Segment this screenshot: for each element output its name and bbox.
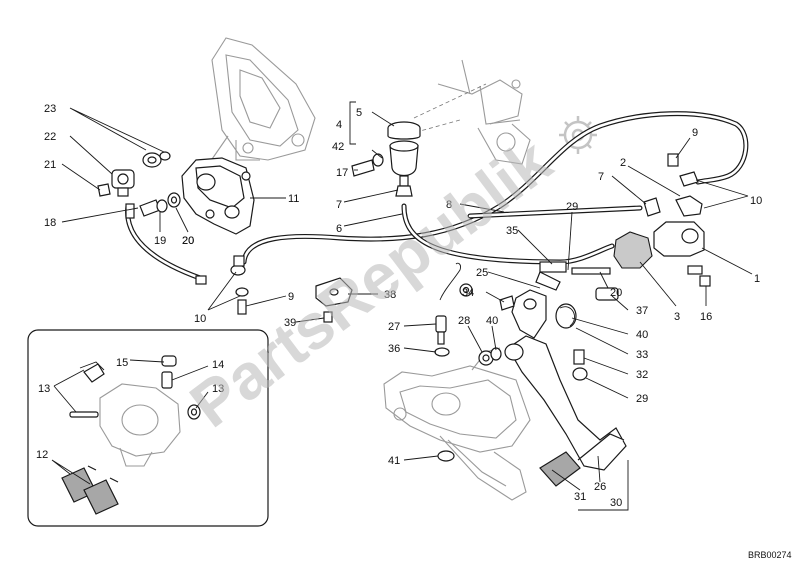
label-22: 22: [44, 131, 56, 143]
leader-lines: [51, 101, 753, 511]
brake-fluid-reservoir: [351, 121, 421, 197]
label-41: 41: [388, 455, 400, 467]
label-4: 4: [336, 119, 342, 131]
label-24: 20: [610, 287, 622, 299]
label-35: 35: [506, 225, 518, 237]
label-29-lower: 29: [636, 393, 648, 405]
label-6: 6: [336, 223, 342, 235]
label-23: 23: [44, 103, 56, 115]
label-18: 18: [44, 217, 56, 229]
label-5: 5: [356, 107, 362, 119]
label-21: 21: [44, 159, 56, 171]
brake-pedal: [437, 261, 627, 487]
label-3: 3: [674, 311, 680, 323]
label-37: 37: [636, 305, 648, 317]
brake-light-switch: [434, 283, 473, 357]
label-28: 28: [458, 315, 470, 327]
label-10-left: 10: [194, 313, 206, 325]
label-25: 25: [476, 267, 488, 279]
drawing-code: BRB00274: [748, 550, 792, 560]
label-34: 34: [462, 287, 474, 299]
label-9-right: 9: [692, 127, 698, 139]
label-19: 19: [154, 235, 166, 247]
inset-rear-caliper-detail: [27, 329, 269, 527]
label-32: 32: [636, 369, 648, 381]
left-small-parts: [97, 151, 207, 285]
hose-bracket: [315, 277, 353, 323]
label-7-left: 7: [336, 199, 342, 211]
label-40-center: 40: [486, 315, 498, 327]
label-2: 2: [620, 157, 626, 169]
rear-master-cylinder: [613, 153, 711, 287]
label-27: 27: [388, 321, 400, 333]
left-caliper: [181, 157, 255, 235]
label-36: 36: [388, 343, 400, 355]
label-20: 20: [182, 235, 194, 247]
part-number-labels: 1 2 3 20 5 4 6 7 7 8 9 9 10 10 11 12 13 …: [36, 103, 762, 509]
label-31: 31: [574, 491, 586, 503]
label-39: 39: [284, 317, 296, 329]
label-14: 14: [212, 359, 224, 371]
label-7-right: 7: [598, 171, 604, 183]
label-17: 17: [336, 167, 348, 179]
label-40-right: 40: [636, 329, 648, 341]
label-12: 12: [36, 449, 48, 461]
brake-hoses: [125, 111, 749, 301]
label-29-upper: 29: [566, 201, 578, 213]
label-15: 15: [116, 357, 128, 369]
label-13-left: 13: [38, 383, 50, 395]
label-8: 8: [446, 199, 452, 211]
label-30: 30: [610, 497, 622, 509]
label-38: 38: [384, 289, 396, 301]
label-20-text: 20: [182, 235, 194, 247]
label-10-right: 10: [750, 195, 762, 207]
label-33: 33: [636, 349, 648, 361]
label-26: 26: [594, 481, 606, 493]
label-11: 11: [288, 193, 299, 205]
label-13-right: 13: [212, 383, 224, 395]
label-1: 1: [754, 273, 760, 285]
label-9-left: 9: [288, 291, 294, 303]
left-hose-fittings: [230, 255, 249, 315]
label-16: 16: [700, 311, 712, 323]
label-42: 42: [332, 141, 344, 153]
